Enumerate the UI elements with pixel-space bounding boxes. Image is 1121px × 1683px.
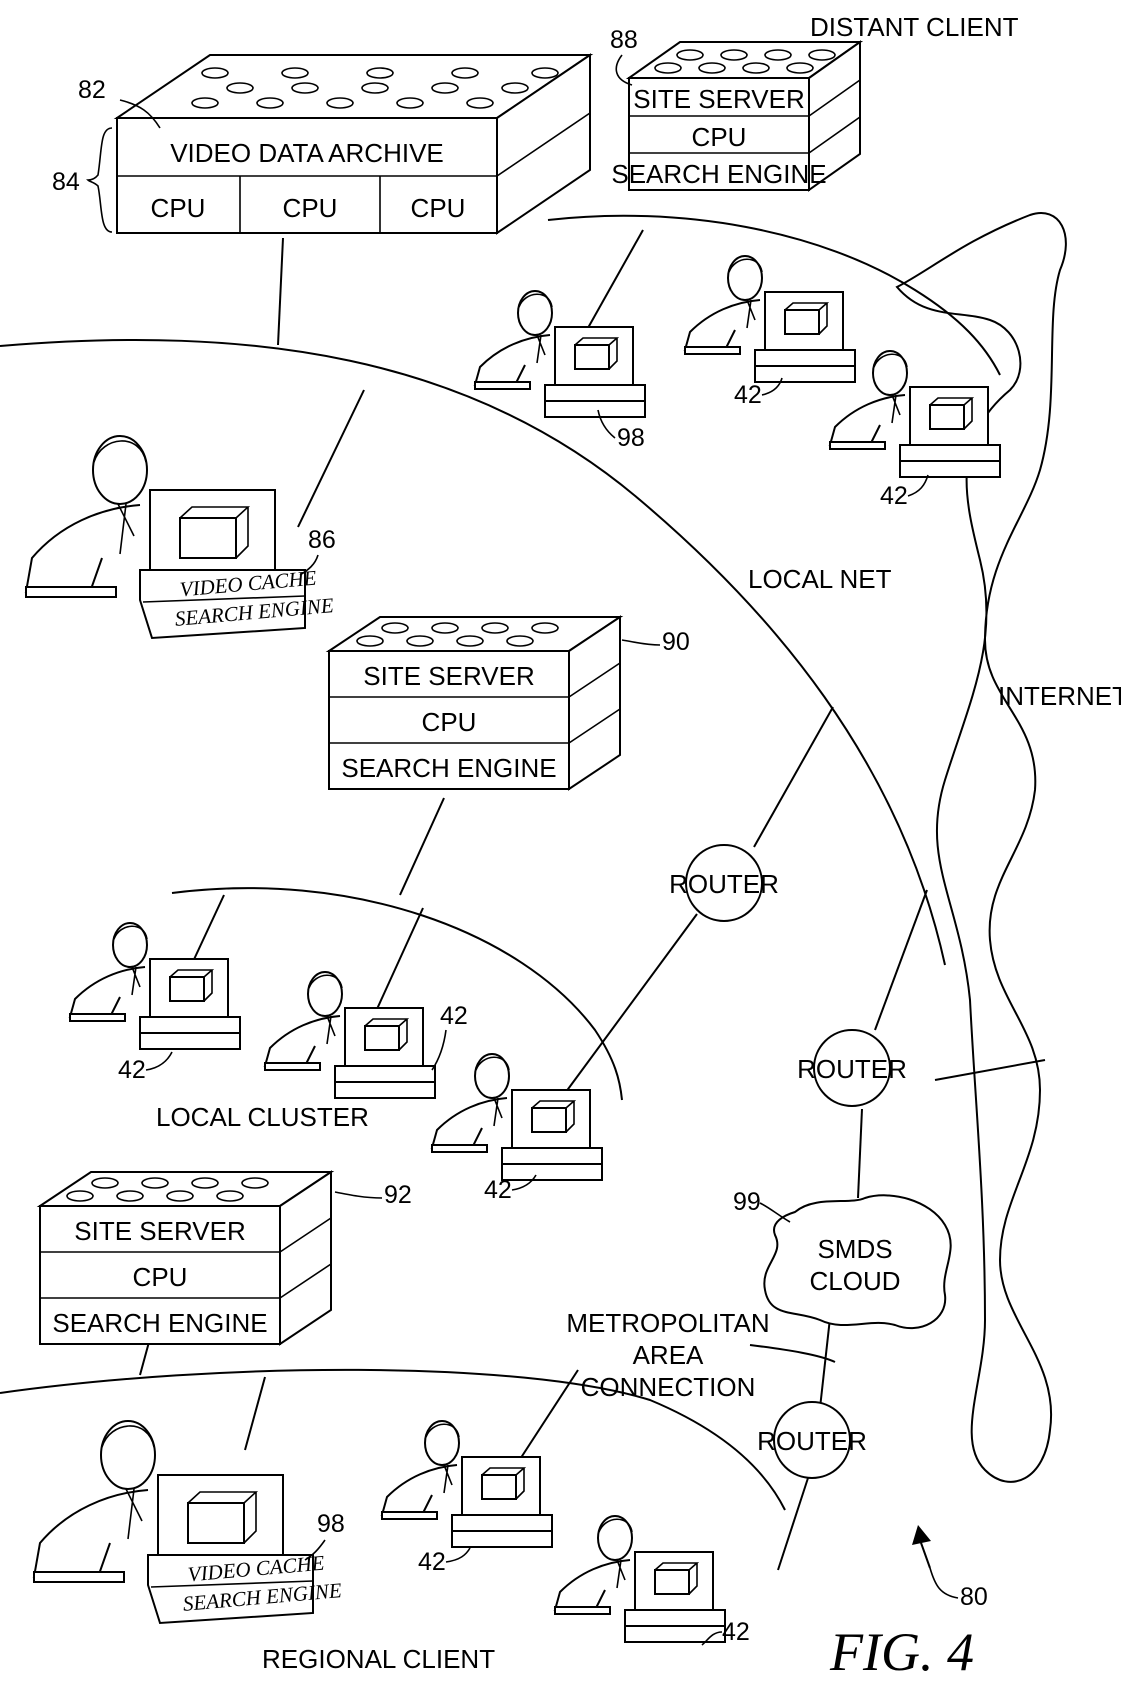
router-metro: ROUTER: [757, 1401, 867, 1479]
local-video-cache-client: VIDEO CACHE SEARCH ENGINE: [25, 435, 335, 640]
local-site-server: SITE SERVER CPU SEARCH ENGINE: [325, 615, 624, 791]
regional-row-cpu: CPU: [133, 1262, 188, 1292]
internet-label: INTERNET: [998, 681, 1121, 711]
ref-90: 90: [662, 628, 690, 656]
regional-client-arc: [0, 1368, 786, 1511]
figure-label: FIG. 4: [829, 1622, 974, 1682]
router-internet-label: ROUTER: [797, 1054, 907, 1084]
regional-row-search-engine: SEARCH ENGINE: [52, 1308, 267, 1338]
local-row-search-engine: SEARCH ENGINE: [341, 753, 556, 783]
router-local: ROUTER: [669, 844, 779, 922]
ref-88: 88: [610, 26, 638, 54]
internet-cloud: [895, 212, 1067, 1483]
archive-cpu-3: CPU: [411, 193, 466, 223]
ref-98-regional: 98: [317, 1510, 345, 1538]
metro-line-1: METROPOLITAN: [566, 1308, 769, 1338]
ref-42-b: 42: [880, 482, 908, 510]
ref-80: 80: [960, 1583, 988, 1611]
regional-site-server: SITE SERVER CPU SEARCH ENGINE: [36, 1170, 335, 1346]
regional-row-site-server: SITE SERVER: [74, 1216, 245, 1246]
smds-line-1: SMDS: [817, 1234, 892, 1264]
router-metro-label: ROUTER: [757, 1426, 867, 1456]
ref-42-a: 42: [734, 381, 762, 409]
local-row-cpu: CPU: [422, 707, 477, 737]
router-local-label: ROUTER: [669, 869, 779, 899]
distant-row-cpu: CPU: [692, 122, 747, 152]
ref-99: 99: [733, 1188, 761, 1216]
ref-86: 86: [308, 526, 336, 554]
distant-client-label: DISTANT CLIENT: [810, 12, 1019, 42]
regional-video-cache-client: VIDEO CACHE SEARCH ENGINE: [33, 1420, 343, 1625]
distant-row-search-engine: SEARCH ENGINE: [611, 159, 826, 189]
distant-client-arc: [547, 214, 1001, 376]
archive-cpu-2: CPU: [283, 193, 338, 223]
ref-84: 84: [52, 168, 80, 196]
local-cluster-arc: [171, 887, 623, 1101]
ref-80-arrowhead: [912, 1525, 931, 1545]
ref-92: 92: [384, 1181, 412, 1209]
local-net-arc: [0, 338, 946, 966]
local-row-site-server: SITE SERVER: [363, 661, 534, 691]
video-data-archive-server: VIDEO DATA ARCHIVE CPU CPU CPU: [113, 53, 594, 235]
distant-site-server: SITE SERVER CPU SEARCH ENGINE: [611, 40, 864, 192]
workstation-regional-a: [381, 1420, 553, 1548]
regional-client-label: REGIONAL CLIENT: [262, 1644, 495, 1674]
workstation-distant-a: [684, 255, 856, 383]
ref-42-c: 42: [118, 1056, 146, 1084]
ref-42-e: 42: [484, 1176, 512, 1204]
smds-cloud: SMDS CLOUD: [763, 1194, 952, 1330]
smds-line-2: CLOUD: [809, 1266, 900, 1296]
ref-42-f: 42: [418, 1548, 446, 1576]
workstation-98-distant: [474, 290, 646, 418]
metro-line-2: AREA: [633, 1340, 704, 1370]
archive-title: VIDEO DATA ARCHIVE: [170, 138, 444, 168]
ref-42-g: 42: [722, 1618, 750, 1646]
ref-82: 82: [78, 76, 106, 104]
workstation-cluster-b: [264, 971, 436, 1099]
distant-row-site-server: SITE SERVER: [633, 84, 804, 114]
ref-80-arrow: [919, 1539, 931, 1569]
workstation-regional-b: [554, 1515, 726, 1643]
ref-42-d: 42: [440, 1002, 468, 1030]
local-net-label: LOCAL NET: [748, 564, 892, 594]
ref-98-distant: 98: [617, 424, 645, 452]
archive-cpu-1: CPU: [151, 193, 206, 223]
local-cluster-label: LOCAL CLUSTER: [156, 1102, 369, 1132]
metro-line-3: CONNECTION: [581, 1372, 756, 1402]
workstation-cluster-a: [69, 922, 241, 1050]
workstation-cluster-c: [431, 1053, 603, 1181]
router-internet: ROUTER: [797, 1029, 907, 1107]
